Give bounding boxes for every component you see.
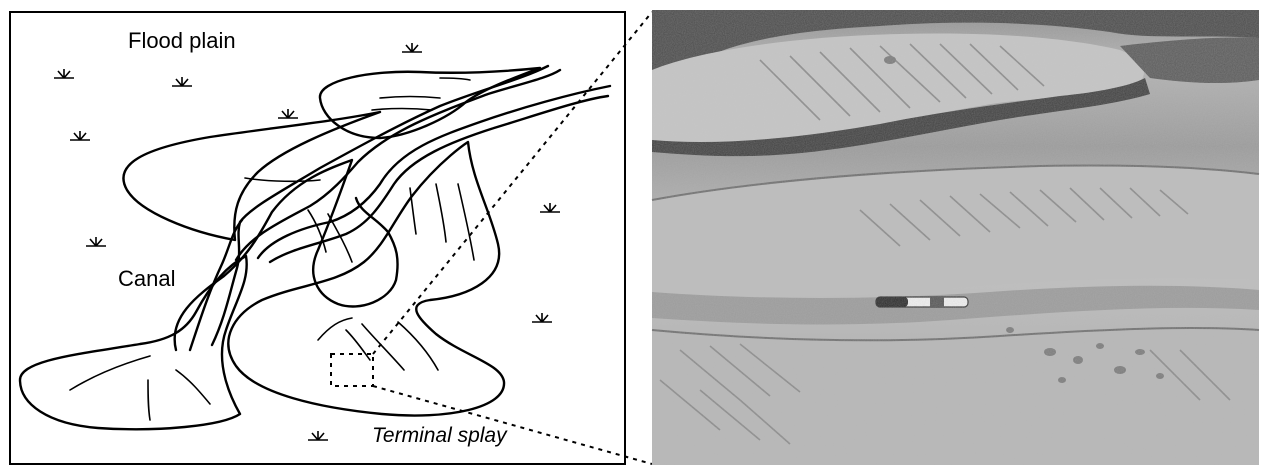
label-canal: Canal — [118, 266, 175, 291]
outcrop-photo — [652, 10, 1259, 465]
label-flood-plain: Flood plain — [128, 28, 236, 53]
label-terminal-splay: Terminal splay — [372, 424, 508, 447]
diagram-panel: Flood plain Canal Terminal splay — [10, 12, 625, 464]
